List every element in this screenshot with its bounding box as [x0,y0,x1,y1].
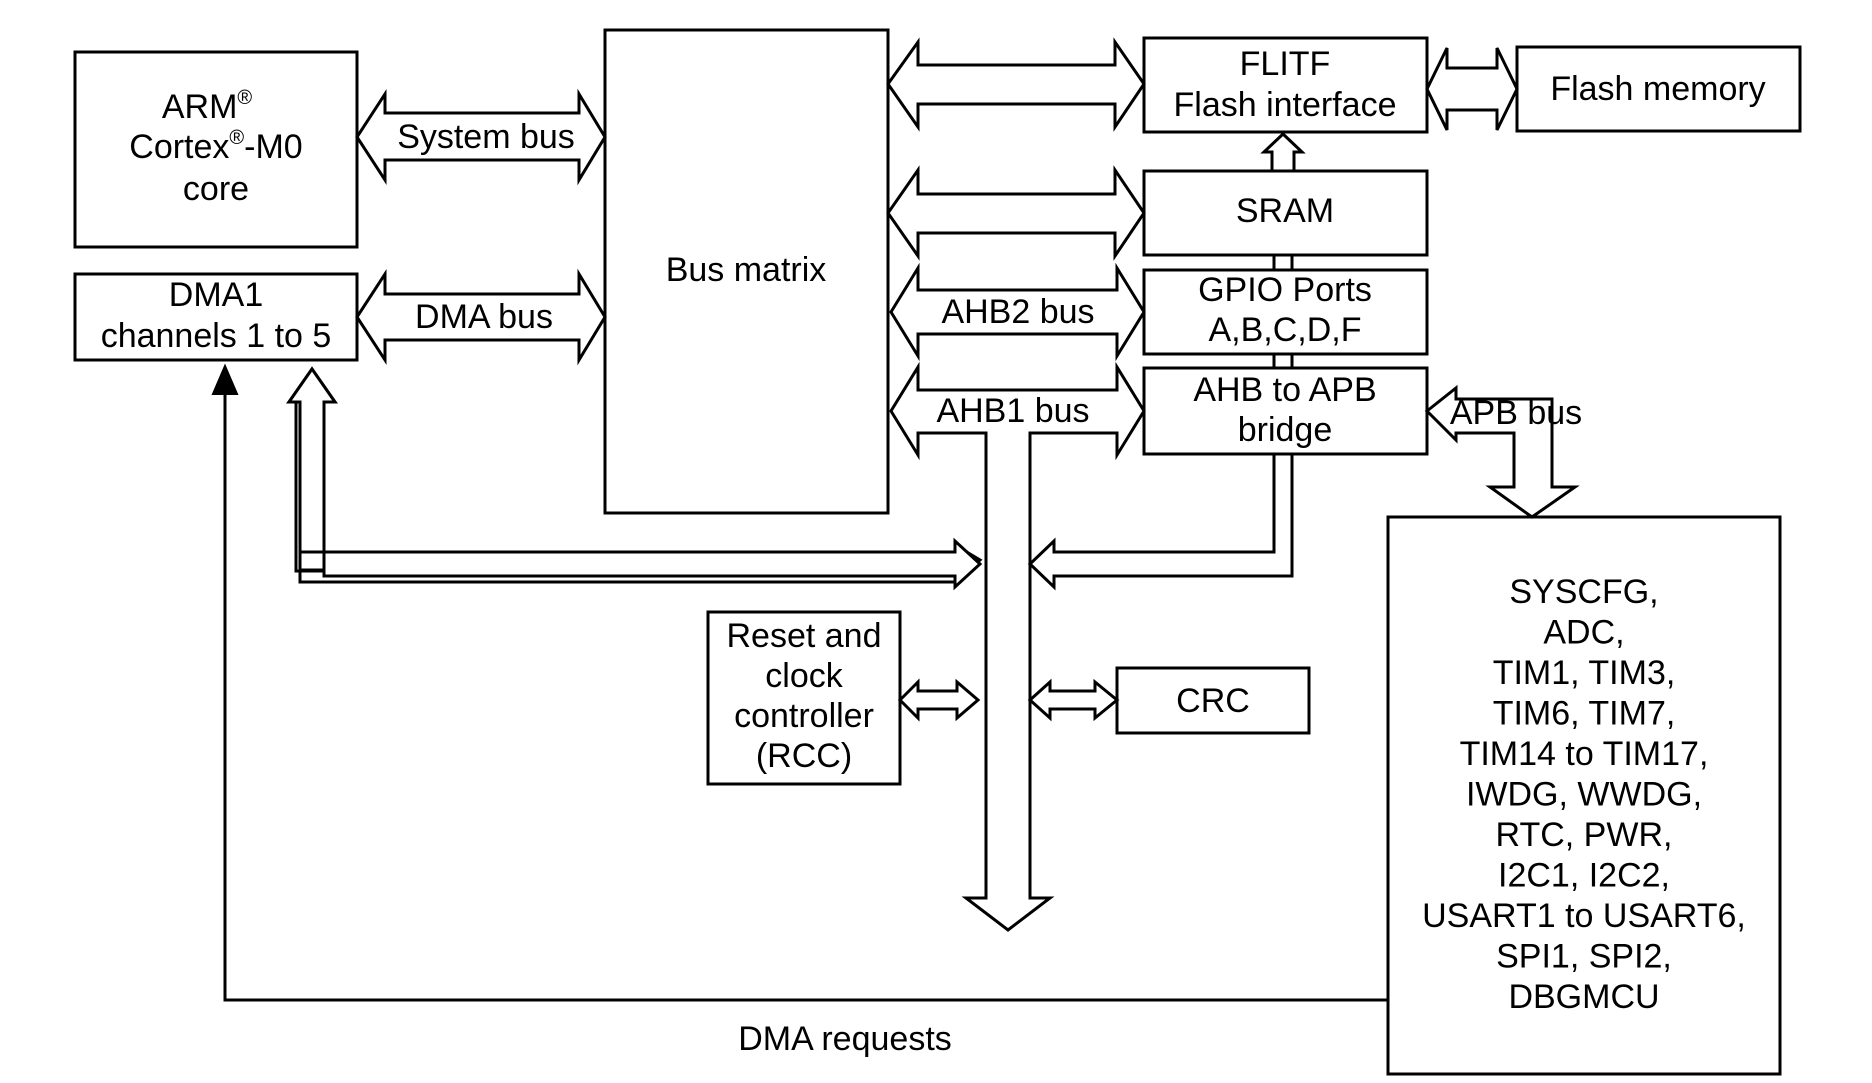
bridge-label-line1: AHB to APB [1193,371,1376,409]
cpu-label-line2: Cortex®-M0 [129,127,302,166]
peripheral-item: TIM14 to TIM17, [1460,735,1709,773]
gpio-label-line2: A,B,C,D,F [1208,311,1361,349]
ahb2-bus-label: AHB2 bus [941,293,1094,331]
system-bus-label: System bus [397,118,575,156]
peripheral-item: TIM6, TIM7, [1493,695,1676,733]
flitf-up-arrow [1260,131,1306,173]
dma-bus-arrow [355,268,607,366]
peripheral-item: SPI1, SPI2, [1496,938,1672,976]
system-bus-arrow [355,88,607,186]
rcc-label-line1: Reset and [727,617,882,655]
apb-bus-arrow [1424,384,1580,519]
flash-memory-arrow [1425,47,1519,131]
dma1-label-line1: DMA1 [169,276,263,314]
cpu-core-block [73,50,359,249]
peripherals-list: SYSCFG,ADC,TIM1, TIM3,TIM6, TIM7,TIM14 t… [1422,573,1746,1016]
peripheral-item: IWDG, WWDG, [1466,776,1702,814]
flitf-bus-arrow [886,37,1146,132]
bus-matrix-block [603,28,890,515]
crc-bus-arrow [1027,678,1120,722]
dma1-block [73,272,359,362]
rcc-label-line2: clock [765,657,843,695]
crc-label: CRC [1176,682,1250,720]
flash-memory-label: Flash memory [1550,70,1765,108]
dma-requests-arrowhead [211,363,239,395]
peripheral-item: USART1 to USART6, [1422,897,1746,935]
dma-requests-label: DMA requests [738,1020,952,1058]
dma-requests-line [223,392,1388,1002]
ahb2-bus-arrow [889,262,1146,362]
ahb1-bus-arrow [889,361,1146,932]
peripheral-item: ADC, [1543,614,1624,652]
flitf-label-line1: FLITF [1240,45,1331,83]
bus-matrix-label: Bus matrix [666,251,827,289]
gpio-ports-block [1142,268,1429,356]
flitf-block [1142,36,1429,134]
ahb1-bus-label: AHB1 bus [936,392,1089,430]
cpu-label-line1: ARM® [162,87,253,126]
peripherals-block [1386,515,1782,1076]
peripheral-item: RTC, PWR, [1496,816,1673,854]
rcc-label-line3: controller [734,697,874,735]
bridge-label-line2: bridge [1238,411,1333,449]
cpu-label-line3: core [183,170,249,208]
sram-bus-arrow [886,165,1146,261]
sram-label: SRAM [1236,192,1334,230]
flash-memory-block [1515,45,1802,133]
dma-bus-label: DMA bus [415,298,553,336]
dma-to-ahb1-arrow [286,366,983,591]
bridge-to-ahb1-arrow [1027,452,1294,591]
rcc-bus-arrow [897,678,981,722]
apb-bus-label: APB bus [1450,394,1582,432]
gpio-label-line1: GPIO Ports [1198,271,1372,309]
flitf-label-line2: Flash interface [1174,86,1397,124]
peripheral-item: I2C1, I2C2, [1498,857,1670,895]
peripheral-item: SYSCFG, [1509,573,1658,611]
rcc-block [706,610,902,786]
peripheral-item: DBGMCU [1508,978,1659,1016]
dma1-label-line2: channels 1 to 5 [101,317,332,355]
rcc-label-line4: (RCC) [756,737,852,775]
peripheral-item: TIM1, TIM3, [1493,654,1676,692]
